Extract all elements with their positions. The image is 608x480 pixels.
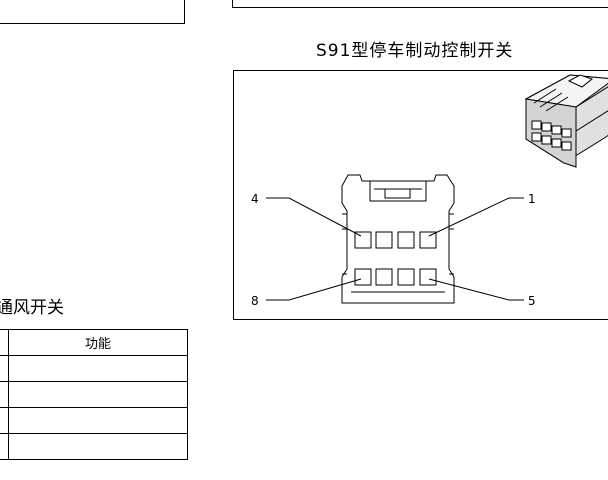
top-left-box-right-edge — [184, 0, 185, 24]
function-table: 功能 — [0, 329, 188, 460]
pin-label-8: 8 — [251, 294, 259, 308]
connector-title: S91型停车制动控制开关 — [316, 41, 514, 61]
pin-cavity-7 — [375, 268, 393, 286]
table-row — [0, 355, 188, 382]
pin-label-5: 5 — [528, 294, 536, 308]
pin-cavity-8 — [354, 268, 372, 286]
table-header-function: 功能 — [8, 329, 188, 356]
top-left-box-bottom-edge — [0, 23, 185, 24]
connector-face-diagram: 4 1 8 5 — [251, 74, 608, 308]
connector-iso-illustration — [524, 74, 608, 168]
left-table-title: 通风开关 — [0, 298, 64, 318]
leader-line-pin-1 — [428, 197, 524, 237]
pin-cavity-3 — [375, 231, 393, 249]
pin-label-4: 4 — [251, 192, 259, 206]
connector-outline — [341, 174, 455, 304]
connector-latch — [369, 181, 427, 202]
leader-line-pin-4 — [266, 197, 362, 237]
table-row — [0, 433, 188, 460]
table-row — [0, 381, 188, 408]
pin-cavity-5 — [419, 268, 437, 286]
leader-line-pin-8 — [266, 278, 362, 301]
top-right-box-left-edge — [232, 0, 233, 8]
top-right-box-bottom-edge — [232, 7, 608, 8]
table-header-row: 功能 — [0, 329, 188, 356]
pin-cavity-2 — [397, 231, 415, 249]
connector-diagram-frame: 4 1 8 5 — [233, 70, 608, 320]
leader-line-pin-5 — [428, 278, 524, 301]
pin-cavity-4 — [354, 231, 372, 249]
pin-cavity-1 — [419, 231, 437, 249]
pin-label-1: 1 — [528, 192, 536, 206]
table-row — [0, 407, 188, 434]
pin-cavity-6 — [397, 268, 415, 286]
